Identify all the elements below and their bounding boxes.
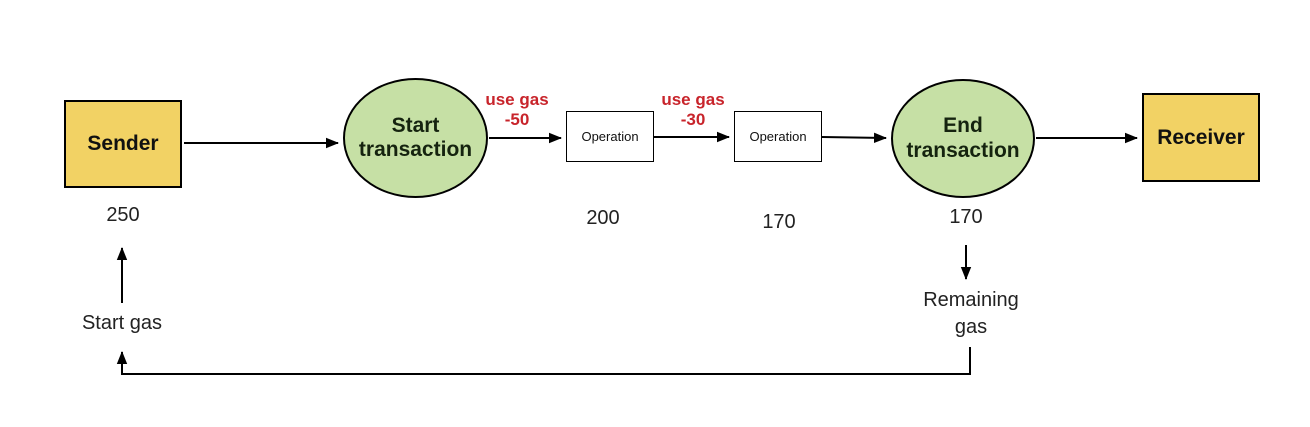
sender-node: Sender (64, 100, 182, 188)
receiver-label: Receiver (1157, 125, 1245, 149)
receiver-node: Receiver (1142, 93, 1260, 182)
feedback-loop-remaining-to-startgas (116, 347, 971, 375)
use-gas-1-text: use gas (485, 90, 549, 109)
operation1-label: Operation (581, 129, 639, 144)
use-gas-1-amount: -50 (504, 109, 530, 129)
sender-label: Sender (87, 132, 159, 155)
operation2-label: Operation (749, 129, 807, 144)
use-gas-label-2: use gas -30 (648, 90, 738, 129)
end-transaction-label: End transaction (906, 114, 1020, 162)
remaining-gas-line1: Remaining (923, 289, 1019, 311)
use-gas-2-amount: -30 (680, 109, 706, 129)
start-transaction-node: Start transaction (343, 78, 488, 198)
operation2-node: Operation (734, 111, 822, 162)
edge-operation2-to-end (821, 132, 887, 144)
start-transaction-label: Start transaction (358, 113, 473, 161)
gas-value-operation2: 170 (762, 211, 796, 233)
operation1-node: Operation (566, 111, 654, 162)
remaining-gas-line2: gas (954, 316, 988, 338)
gas-value-operation1: 200 (586, 207, 620, 229)
remaining-gas-annotation: Remaining gas (911, 287, 1031, 341)
use-gas-label-1: use gas -50 (472, 90, 562, 129)
end-transaction-node: End transaction (891, 79, 1035, 198)
start-gas-annotation: Start gas (81, 312, 163, 334)
use-gas-2-text: use gas (661, 90, 725, 109)
gas-value-sender: 250 (106, 204, 140, 226)
gas-value-end-transaction: 170 (949, 206, 983, 228)
